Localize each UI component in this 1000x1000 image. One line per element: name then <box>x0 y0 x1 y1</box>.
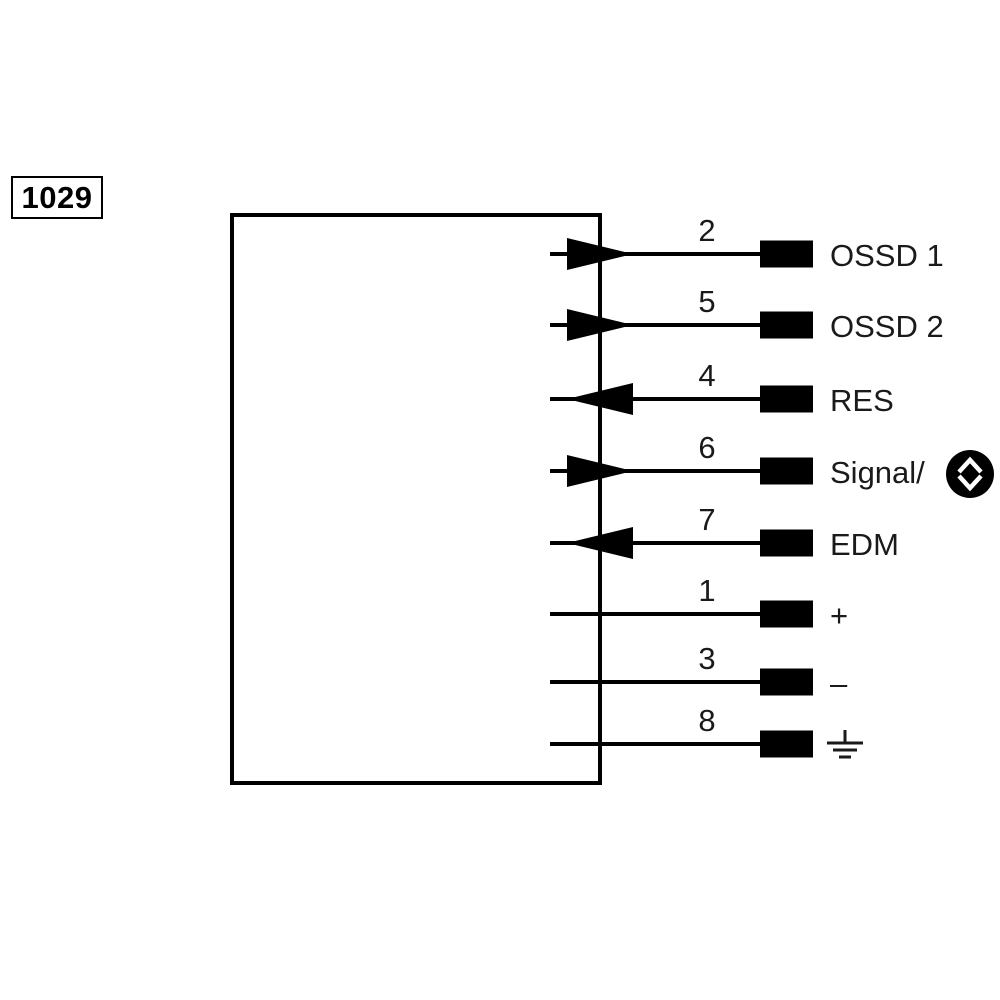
pin-label: RES <box>830 383 894 418</box>
pin-number: 8 <box>698 703 715 738</box>
pin-label: EDM <box>830 527 899 562</box>
output-arrow-icon <box>567 238 633 270</box>
terminal-block <box>760 385 813 413</box>
pin-label: + <box>830 598 848 633</box>
pin-label: Signal/ <box>830 455 925 490</box>
terminal-block <box>760 600 813 628</box>
terminal-block <box>760 240 813 268</box>
terminal-block <box>760 311 813 339</box>
pin-row-3: 3– <box>550 641 848 701</box>
device-code-label: 1029 <box>11 176 103 219</box>
pin-number: 1 <box>698 573 715 608</box>
ground-icon <box>827 730 863 759</box>
pin-label: – <box>830 666 848 701</box>
pin-number: 7 <box>698 502 715 537</box>
signal-icon <box>946 450 994 498</box>
pin-label: OSSD 1 <box>830 238 944 273</box>
pin-number: 3 <box>698 641 715 676</box>
terminal-block <box>760 730 813 758</box>
device-body <box>230 213 602 785</box>
output-arrow-icon <box>567 455 633 487</box>
pin-number: 4 <box>698 358 715 393</box>
pin-number: 6 <box>698 430 715 465</box>
pin-row-1: 1+ <box>550 573 848 633</box>
input-arrow-icon <box>567 527 633 559</box>
terminal-block <box>760 457 813 485</box>
pin-number: 5 <box>698 284 715 319</box>
pin-number: 2 <box>698 213 715 248</box>
pin-label: OSSD 2 <box>830 309 944 344</box>
terminal-block <box>760 529 813 557</box>
input-arrow-icon <box>567 383 633 415</box>
terminal-block <box>760 668 813 696</box>
pin-row-8: 8 <box>550 703 863 759</box>
output-arrow-icon <box>567 309 633 341</box>
